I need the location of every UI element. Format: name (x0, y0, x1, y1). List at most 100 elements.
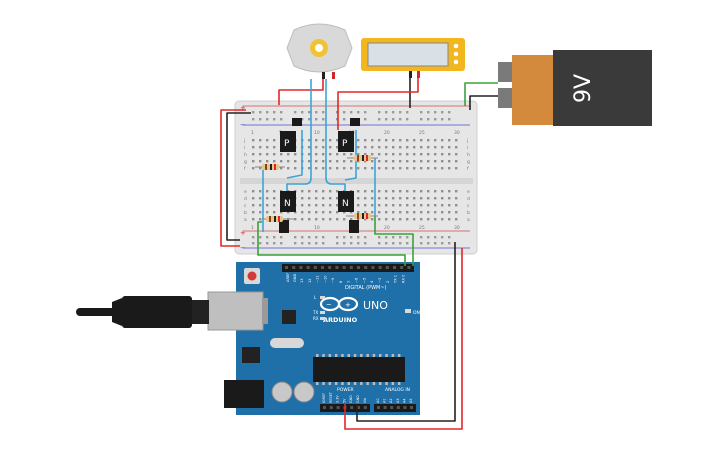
analog-pin-label: A4 (402, 399, 406, 403)
digital-pin-label: ~11 (316, 275, 320, 283)
dc-motor (286, 23, 353, 79)
power-header-label: POWER (337, 387, 354, 393)
p-transistor-label: P (284, 139, 290, 149)
row-letter: b (467, 210, 470, 216)
column-number: 25 (419, 130, 425, 136)
rx-label: RX (313, 316, 319, 321)
digital-pin-label: 4 (370, 280, 374, 283)
battery-9v: 9V (498, 50, 652, 126)
row-letter: j (466, 138, 468, 144)
rail-plus-label: + (240, 104, 246, 112)
resistor-3 (262, 216, 296, 222)
row-letter: d (467, 196, 470, 202)
analog-pin-label: A0 (376, 399, 380, 403)
power-pin-label: 3.3V (336, 395, 340, 403)
row-letter: g (467, 160, 470, 165)
p-transistor-label: P (342, 139, 348, 149)
analog-pin-label: A3 (396, 399, 400, 403)
column-number: 25 (419, 225, 425, 231)
rail-plus-label-bottom: + (240, 229, 246, 237)
row-letter: e (244, 190, 247, 195)
rail-minus-label-bottom: − (240, 244, 246, 252)
row-letter: f (244, 166, 246, 172)
row-letter: g (244, 160, 247, 165)
multimeter (361, 38, 465, 78)
digital-pin-label: ~9 (331, 277, 335, 283)
wire-battery-positive (469, 95, 498, 110)
row-letter: e (467, 190, 470, 195)
arduino-uno-board: − + ARDUINO UNO DIGITAL (PWM~) POWER ANA… (207, 262, 420, 415)
power-pin-label: RESET (329, 391, 333, 403)
column-number: 1 (251, 225, 254, 231)
column-number: 20 (384, 225, 390, 231)
row-letter: b (244, 210, 247, 216)
resistor-1 (255, 164, 285, 170)
wire-battery-negative (464, 82, 498, 106)
power-pin-label: GND (356, 395, 360, 403)
p-transistor-right: P (338, 118, 360, 152)
wire-left-black (226, 112, 251, 241)
digital-pin-label: ~6 (355, 277, 359, 283)
digital-pin-label: 12 (308, 278, 312, 283)
power-jack (224, 380, 264, 408)
wire-blue-p1 (286, 130, 303, 179)
power-pin-label: IOREF (322, 393, 326, 403)
arduino-logo: − + (319, 296, 359, 312)
digital-pin-label: ~3 (378, 278, 382, 283)
column-number: 30 (454, 225, 460, 231)
p-transistor-left: P (280, 118, 302, 152)
arduino-brand-text: ARDUINO (323, 316, 358, 324)
row-letter: h (244, 152, 247, 158)
row-letter: i (467, 145, 468, 151)
digital-pin-label: 13 (300, 278, 304, 283)
analog-pin-label: A2 (389, 399, 393, 403)
usb-chip (282, 310, 296, 324)
tx-label: TX (312, 310, 318, 315)
digital-pin-label: TX 1 (394, 275, 398, 284)
row-letter: j (243, 138, 245, 144)
atmega-chip (313, 357, 405, 382)
row-letter: d (244, 196, 247, 202)
digital-pin-label: ~10 (323, 275, 327, 283)
analog-pin-label: A1 (383, 399, 387, 403)
power-pin-label: Vin (363, 398, 367, 403)
digital-pin-label: 8 (339, 280, 343, 283)
on-led-label: ON (413, 310, 420, 316)
wire-motor-red (278, 79, 324, 105)
row-letter: i (244, 145, 245, 151)
digital-pin-label: 2 (386, 281, 390, 283)
column-number: 10 (314, 130, 320, 136)
svg-text:+: + (345, 301, 351, 309)
wire-left-red (220, 109, 246, 247)
n-transistor-label: N (284, 199, 291, 209)
wire-motor-blue-1 (286, 79, 312, 196)
pin-label-gnd: GND (293, 274, 297, 282)
digital-header-label: DIGITAL (PWM~) (345, 285, 387, 291)
resistors (255, 155, 378, 222)
reset-button-cap[interactable] (247, 271, 257, 281)
row-letter: a (467, 218, 470, 223)
row-letter: h (467, 152, 470, 158)
wire-green-2 (374, 216, 414, 266)
svg-text:−: − (326, 301, 332, 309)
n-transistor-right: N (338, 191, 359, 233)
analog-header-label: ANALOG IN (385, 387, 410, 393)
column-number: 30 (454, 130, 460, 136)
wire-arduino-5v (344, 248, 463, 430)
breadboard-holes: 115510101515202025253030jjiihhggffeeddcc… (243, 111, 470, 245)
rail-minus-label: − (240, 121, 246, 129)
arduino-model-text: UNO (363, 299, 388, 312)
analog-pin-label: A5 (409, 399, 413, 403)
usb-connector (207, 291, 264, 331)
row-letter: c (467, 204, 470, 209)
row-letter: c (244, 204, 247, 209)
l-label: L (314, 295, 317, 300)
power-pin-label: GND (349, 395, 353, 403)
power-pin-label: 5V (342, 398, 346, 403)
row-letter: a (244, 218, 247, 223)
wire-blue-p2 (344, 130, 357, 181)
wire-motor-blue-2 (325, 79, 346, 196)
analog-header (374, 404, 416, 412)
n-transistor-label: N (342, 199, 349, 209)
